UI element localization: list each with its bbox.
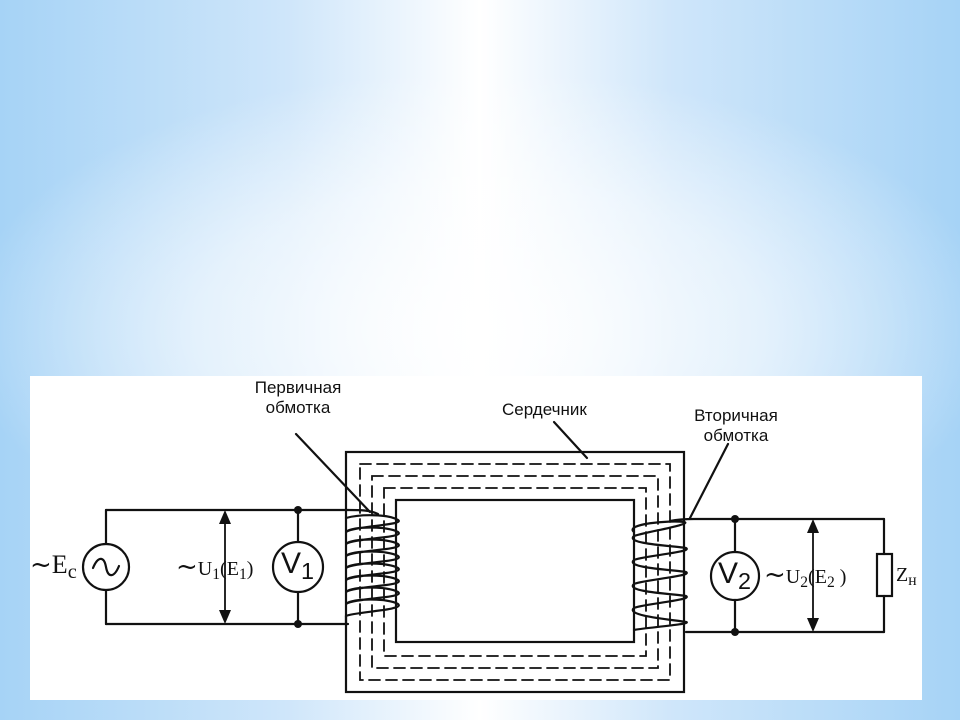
junction-dot xyxy=(294,620,302,628)
primary-leader-line xyxy=(294,432,372,514)
load-impedance-box xyxy=(875,552,894,598)
junction-dot xyxy=(731,515,739,523)
u2-arrow-head-down xyxy=(807,618,819,632)
secondary-winding-label: Вторичная обмотка xyxy=(694,406,778,445)
source-sine-icon xyxy=(91,557,121,577)
core-lamination-3 xyxy=(383,487,647,657)
transformer-diagram: Первичная обмотка Сердечник Вторичная об… xyxy=(30,376,922,700)
u1-arrow-head-up xyxy=(219,510,231,524)
core-lamination-1 xyxy=(359,463,671,681)
source-label: ~Ec xyxy=(30,550,77,584)
core-inner-outline xyxy=(394,498,636,644)
primary-winding-label: Первичная обмотка xyxy=(254,378,342,417)
v2-meter-label: V2 xyxy=(718,557,752,594)
load-label: Zн xyxy=(896,564,917,589)
secondary-leader-line xyxy=(688,442,730,520)
v1-meter-circle xyxy=(271,540,325,594)
u2-label: ~U2(E2 ) xyxy=(764,560,847,591)
junction-dot xyxy=(731,628,739,636)
secondary-winding-coil xyxy=(631,520,688,632)
primary-winding-coil xyxy=(344,514,400,618)
u1-label: ~U1(E1) xyxy=(176,552,254,583)
tilde-icon: ~ xyxy=(30,550,52,580)
secondary-coil-top-lead xyxy=(668,517,886,523)
circuit-drawing xyxy=(81,420,894,694)
core-label: Сердечник xyxy=(502,400,587,419)
primary-coil-top-lead xyxy=(346,508,380,516)
u2-arrow-head-up xyxy=(807,519,819,533)
core-lamination-2 xyxy=(371,475,659,669)
tilde-icon: ~ xyxy=(764,560,786,590)
u1-arrow-head-down xyxy=(219,610,231,624)
source-circle xyxy=(81,542,131,592)
core-leader-line xyxy=(552,420,589,460)
v2-meter-circle xyxy=(709,550,761,602)
junction-dot xyxy=(294,506,302,514)
v1-meter-label: V1 xyxy=(281,547,315,584)
tilde-icon: ~ xyxy=(176,552,198,582)
